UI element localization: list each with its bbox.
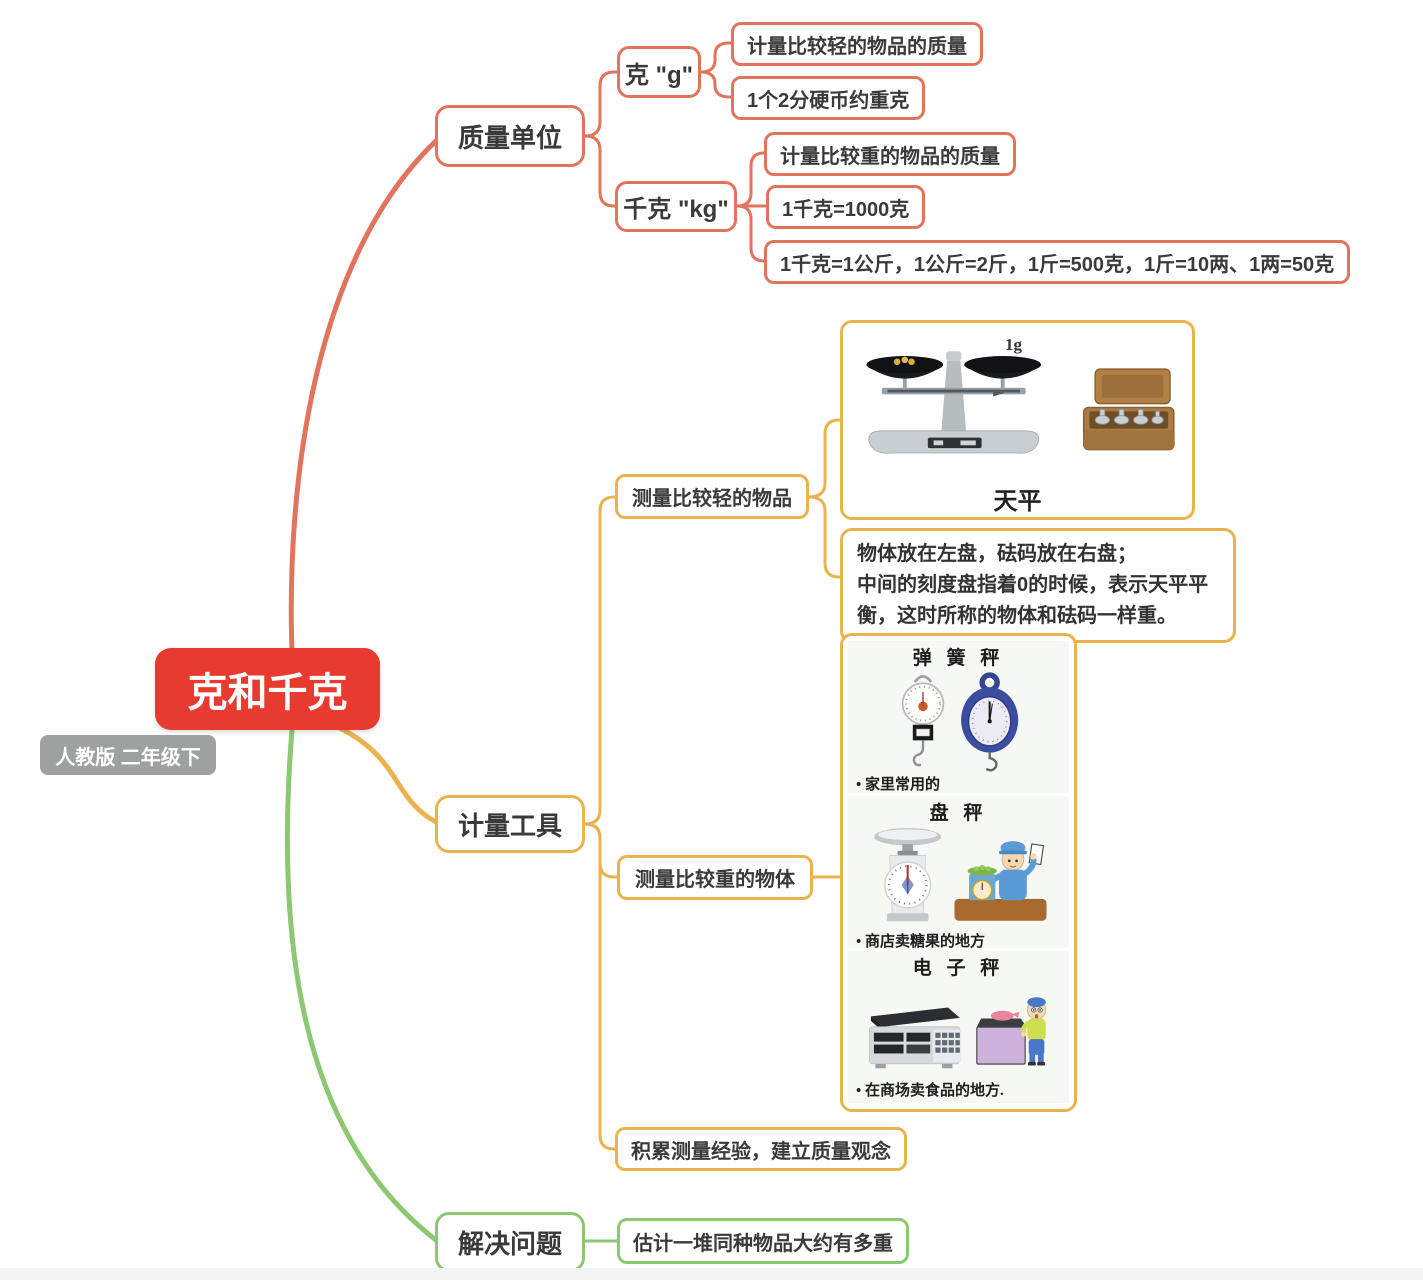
branch-line-mass	[288, 137, 440, 655]
node-solve-problems[interactable]: 解决问题	[435, 1212, 585, 1272]
plate-scale-section: 盘 秤	[848, 796, 1069, 948]
elbow-tools-experience	[583, 822, 619, 1151]
elbow-kg-note3	[735, 204, 768, 263]
elbow-light-balance	[807, 418, 844, 499]
leaf-estimate[interactable]: 估计一堆同种物品大约有多重	[617, 1218, 909, 1264]
node-measure-heavy[interactable]: 测量比较重的物体	[617, 855, 813, 900]
plate-scale-caption: • 商店卖糖果的地方	[856, 934, 986, 948]
balance-scale-illustration	[866, 351, 1042, 454]
branch-line-tools	[337, 725, 439, 825]
spring-scale-blue-icon	[960, 672, 1018, 772]
leaf-kg-note-2[interactable]: 1千克=1000克	[766, 185, 926, 229]
bottom-strip	[0, 1268, 1423, 1280]
electronic-scale-section: 电 子 秤	[848, 951, 1069, 1103]
elbow-mass-gram	[583, 70, 619, 138]
node-gram[interactable]: 克 "g"	[617, 46, 701, 98]
plate-scale-icon	[874, 828, 942, 922]
node-measuring-tools[interactable]: 计量工具	[435, 795, 585, 853]
elbow-gram-note2	[699, 70, 733, 99]
elbow-light-note	[807, 495, 844, 579]
spring-scale-caption: • 家里常用的	[856, 777, 941, 793]
electronic-scale-caption: • 在商场卖食品的地方.	[856, 1083, 1004, 1099]
leaf-gram-note-1[interactable]: 计量比较轻的物品的质量	[731, 22, 983, 66]
leaf-experience[interactable]: 积累测量经验，建立质量观念	[615, 1127, 907, 1171]
node-mass-units[interactable]: 质量单位	[435, 105, 585, 167]
balance-note-line: 物体放在左盘，砝码放在右盘；	[857, 543, 1137, 565]
plate-scale-title: 盘 秤	[929, 803, 988, 824]
spring-scale-white-icon	[901, 675, 944, 767]
central-subtitle-badge: 人教版 二年级下	[40, 735, 216, 775]
node-kilogram[interactable]: 千克 "kg"	[615, 181, 737, 232]
balance-note-line: 衡，这时所称的物体和砝码一样重。	[857, 605, 1177, 627]
balance-caption: 天平	[993, 488, 1042, 515]
electronic-scale-icon	[868, 1007, 961, 1069]
elbow-gram-note1	[699, 41, 733, 74]
balance-note-line: 中间的刻度盘指着0的时候，表示天平平	[857, 574, 1209, 596]
spring-scale-title: 弹 簧 秤	[912, 648, 1005, 669]
branch-line-solve	[284, 727, 439, 1243]
leaf-kg-note-3[interactable]: 1千克=1公斤，1公斤=2斤，1斤=500克，1斤=10两、1两=50克	[764, 240, 1351, 284]
spring-scale-section: 弹 簧 秤 • 家里常用的	[848, 641, 1069, 793]
leaf-kg-note-1[interactable]: 计量比较重的物品的质量	[764, 132, 1016, 176]
shopkeeper-cartoon-icon	[954, 841, 1047, 921]
node-measure-light[interactable]: 测量比较轻的物品	[615, 474, 809, 519]
leaf-gram-note-2[interactable]: 1个2分硬币约重克	[731, 76, 926, 120]
electronic-scale-title: 电 子 秤	[912, 958, 1005, 979]
weight-box-illustration	[1083, 368, 1176, 451]
elbow-tools-light	[583, 495, 619, 826]
shopper-cartoon-icon	[975, 997, 1046, 1066]
elbow-kg-note1	[735, 151, 768, 208]
scales-image-panel[interactable]: 弹 簧 秤 • 家里常用的	[840, 633, 1077, 1112]
one-gram-label: 1g	[1005, 335, 1022, 354]
elbow-mass-kg	[583, 134, 617, 208]
balance-image-panel[interactable]: 1g 天平	[840, 320, 1195, 520]
central-topic[interactable]: 克和千克	[155, 648, 380, 730]
balance-note-box[interactable]: 物体放在左盘，砝码放在右盘； 中间的刻度盘指着0的时候，表示天平平 衡，这时所称…	[840, 528, 1236, 643]
elbow-tools-heavy	[583, 822, 621, 879]
